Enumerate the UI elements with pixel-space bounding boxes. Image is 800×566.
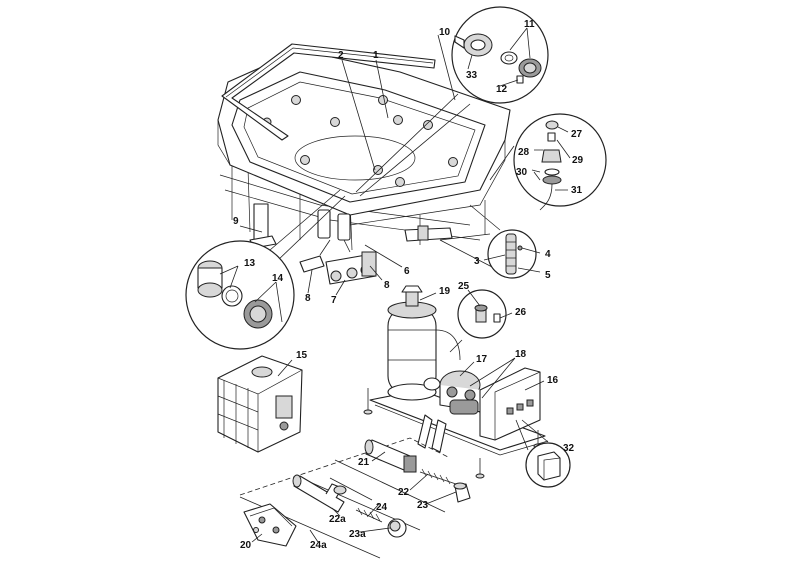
filter-valve xyxy=(405,291,419,307)
callout-31: 31 xyxy=(571,185,583,196)
callout-18: 18 xyxy=(515,349,527,360)
callout-32: 32 xyxy=(563,443,575,454)
air-hose xyxy=(539,183,553,211)
callout-16: 16 xyxy=(547,375,559,386)
callout-24a: 24a xyxy=(310,540,327,551)
sensor-detail-bubble xyxy=(449,289,513,353)
drain-ring xyxy=(221,285,243,307)
callout-17: 17 xyxy=(476,354,488,365)
callout-6: 6 xyxy=(404,266,410,277)
flex-hose xyxy=(505,233,517,275)
callout-13: 13 xyxy=(244,258,256,269)
mounting-bracket xyxy=(243,503,297,547)
callout-23: 23 xyxy=(417,500,429,511)
callout-22: 22 xyxy=(398,487,410,498)
callout-28: 28 xyxy=(518,147,530,158)
callout-12: 12 xyxy=(496,84,508,95)
tub-support-leg xyxy=(253,203,269,243)
sand-filter xyxy=(387,285,461,401)
callout-labels: 1 2 3 4 5 6 7 8 8 9 10 11 12 13 14 15 16… xyxy=(233,19,584,551)
callout-30: 30 xyxy=(516,167,528,178)
callout-10: 10 xyxy=(439,27,451,38)
hose-detail-bubble xyxy=(439,229,541,279)
air-control-detail-bubble xyxy=(489,113,607,211)
air-stem xyxy=(547,132,556,142)
callout-15: 15 xyxy=(296,350,308,361)
drain-detail-bubble xyxy=(185,189,346,350)
callout-8b: 8 xyxy=(384,280,390,291)
jet-detail-bubble xyxy=(355,6,549,197)
callout-14: 14 xyxy=(272,273,284,284)
callout-8a: 8 xyxy=(305,293,311,304)
callout-23a: 23a xyxy=(349,529,366,540)
callout-20: 20 xyxy=(240,540,252,551)
callout-7: 7 xyxy=(331,295,337,306)
water-tank-assembly xyxy=(217,355,303,453)
callout-5: 5 xyxy=(545,270,551,281)
callout-11: 11 xyxy=(524,19,535,30)
air-nut xyxy=(541,149,562,163)
jet-ring xyxy=(500,51,518,65)
callout-4: 4 xyxy=(545,249,551,260)
tee-pipe xyxy=(292,474,347,513)
leader-lines xyxy=(239,34,545,543)
control-box xyxy=(479,367,541,441)
callout-21: 21 xyxy=(358,457,370,468)
loose-parts xyxy=(239,437,471,559)
drain-cover xyxy=(243,299,273,329)
callout-33: 33 xyxy=(466,70,478,81)
callout-27: 27 xyxy=(571,129,583,140)
spring xyxy=(419,468,457,485)
callout-29: 29 xyxy=(572,155,584,166)
rim-seal xyxy=(221,43,436,141)
small-spring xyxy=(355,507,383,523)
callout-2: 2 xyxy=(338,50,344,61)
pressure-fitting xyxy=(493,313,501,323)
relay-detail-bubble xyxy=(515,419,571,488)
relay-block xyxy=(537,451,561,481)
callout-22a: 22a xyxy=(329,514,346,525)
tub-piping xyxy=(299,209,453,285)
jet-body xyxy=(454,33,493,57)
heater xyxy=(449,399,479,415)
drain-body xyxy=(197,260,223,298)
callout-1: 1 xyxy=(373,50,379,61)
callout-3: 3 xyxy=(474,256,480,267)
callout-24: 24 xyxy=(376,502,388,513)
callout-9: 9 xyxy=(233,216,239,227)
cup xyxy=(387,518,407,538)
air-knob xyxy=(545,120,559,130)
callout-26: 26 xyxy=(515,307,527,318)
callout-25: 25 xyxy=(458,281,470,292)
callout-19: 19 xyxy=(439,286,451,297)
jet-nozzle xyxy=(516,58,542,84)
cap xyxy=(453,482,471,503)
bypass-pipe xyxy=(364,439,417,473)
